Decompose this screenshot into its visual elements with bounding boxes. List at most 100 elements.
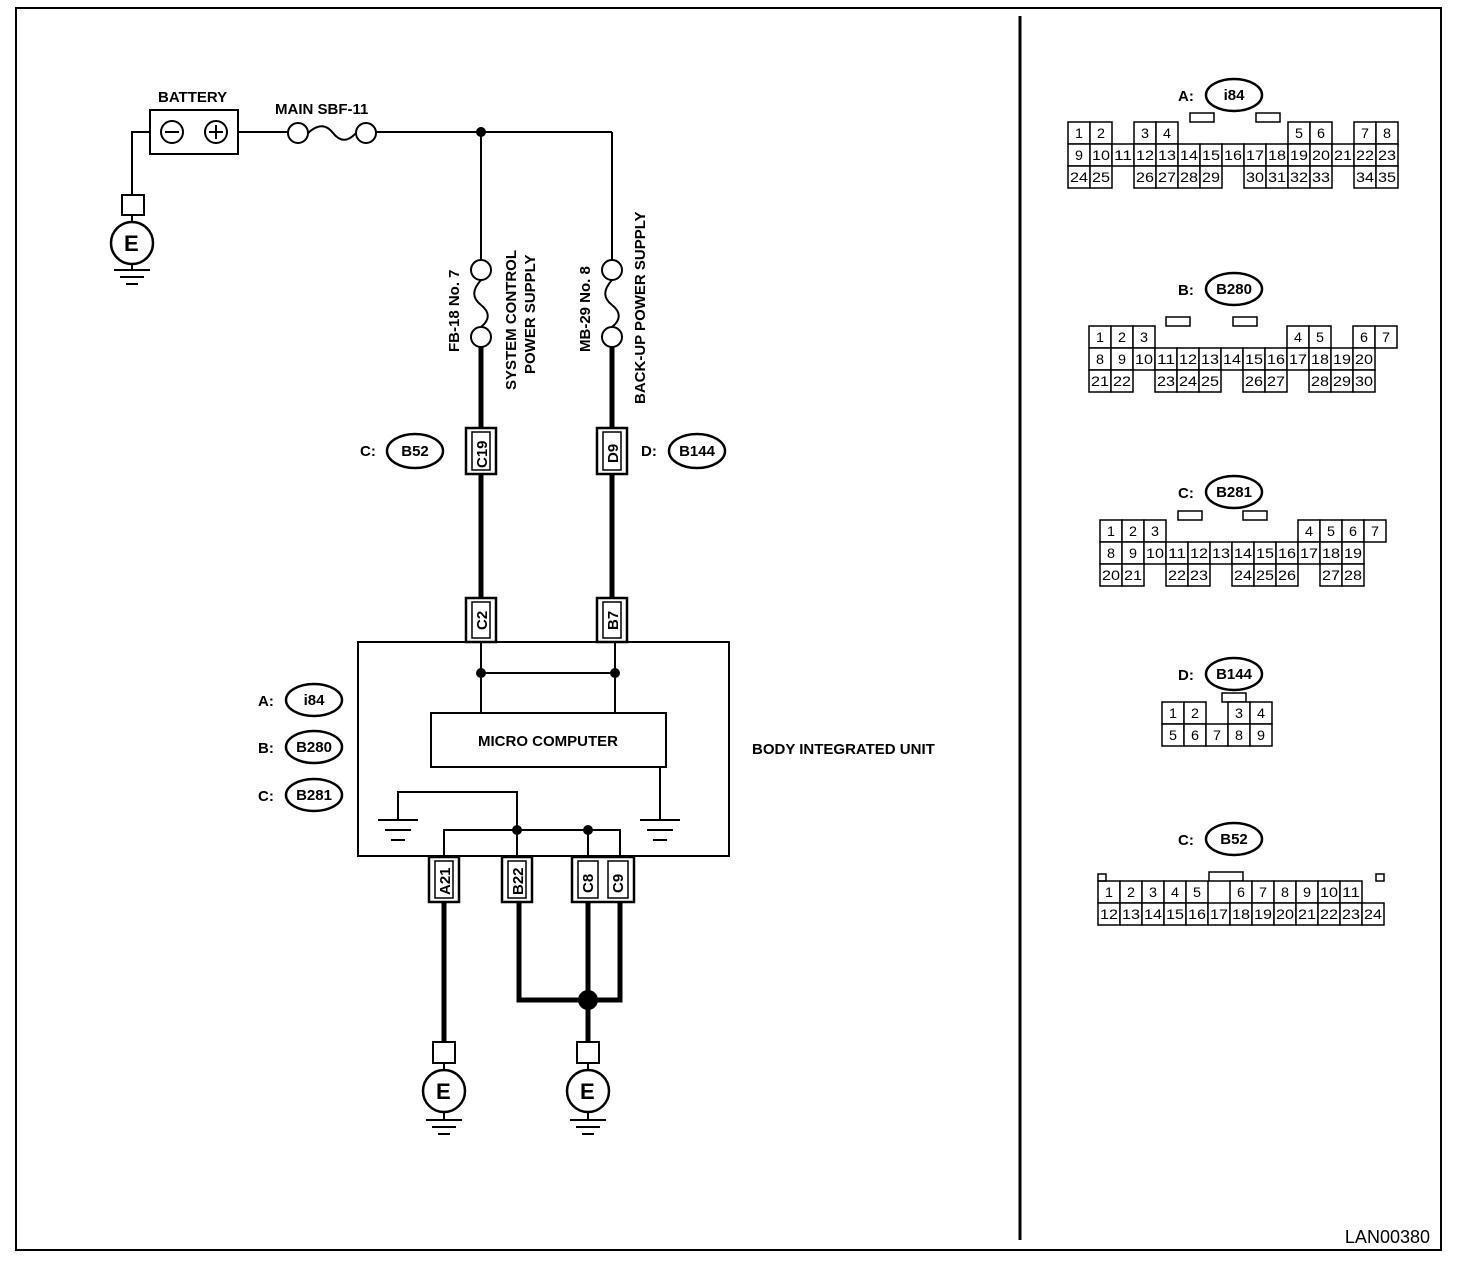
svg-text:E: E [124, 231, 139, 256]
pin-number: 11 [1342, 884, 1360, 900]
pin-number: 35 [1378, 169, 1396, 185]
pin-number: 9 [1257, 727, 1265, 743]
pin-number: 2 [1191, 705, 1199, 721]
connector-code: B280 [1216, 281, 1252, 298]
terminal-c9: C9 [610, 874, 627, 893]
pin-number: 24 [1364, 906, 1382, 922]
pin-number: 23 [1157, 373, 1175, 389]
pin-number: 13 [1158, 147, 1176, 163]
pin-number: 17 [1210, 906, 1228, 922]
battery-minus-terminal [160, 120, 184, 144]
pin-number: 12 [1136, 147, 1154, 163]
pin-number: 5 [1193, 884, 1201, 900]
pin-number: 6 [1191, 727, 1199, 743]
ref-d-letter: D: [641, 443, 657, 460]
main-fuse-terminal [287, 122, 309, 144]
pin-cell [1198, 369, 1222, 393]
pin-number: 8 [1235, 727, 1243, 743]
battery-plus-terminal [204, 120, 228, 144]
ref-a-letter: A: [258, 693, 274, 710]
terminal-a21: A21 [437, 867, 454, 895]
pin-number: 22 [1356, 147, 1374, 163]
ref-d-b144-oval [667, 432, 727, 470]
pin-number: 4 [1305, 523, 1313, 539]
pin-number: 7 [1371, 523, 1379, 539]
pin-number: 5 [1327, 523, 1335, 539]
mb29-fuse-element [604, 279, 620, 328]
pin-number: 7 [1382, 329, 1390, 345]
pin-number: 12 [1100, 906, 1118, 922]
ref-c-b52-oval [385, 432, 445, 470]
connector-key [1208, 871, 1244, 882]
pin-number: 4 [1257, 705, 1265, 721]
ref-c-b281: B281 [296, 787, 332, 804]
pin-number: 14 [1180, 147, 1198, 163]
pin-number: 18 [1322, 545, 1340, 561]
pin-cell [1199, 165, 1223, 189]
pin-number: 3 [1149, 884, 1157, 900]
main-fuse-element [307, 125, 357, 141]
pin-cell [1110, 369, 1134, 393]
connector-key [1165, 316, 1191, 327]
system-control-supply-label-2: POWER SUPPLY [522, 255, 539, 374]
pin-number: 3 [1235, 705, 1243, 721]
terminal-c8-c9-outer [570, 855, 636, 904]
pin-number: 19 [1333, 351, 1351, 367]
pin-number: 24 [1179, 373, 1197, 389]
pin-number: 8 [1281, 884, 1289, 900]
ref-c-letter: C: [360, 443, 376, 460]
pin-number: 13 [1122, 906, 1140, 922]
diagram-frame [15, 7, 1442, 1251]
pin-number: 16 [1224, 147, 1242, 163]
pin-number: 10 [1146, 545, 1164, 561]
pin-number: 23 [1378, 147, 1396, 163]
pin-cell [1374, 325, 1398, 349]
pin-number: 21 [1334, 147, 1352, 163]
pin-number: 33 [1312, 169, 1330, 185]
pin-number: 22 [1113, 373, 1131, 389]
pin-number: 24 [1234, 567, 1252, 583]
pin-number: 3 [1140, 329, 1148, 345]
ref-b-letter: B: [258, 740, 274, 757]
pin-number: 22 [1168, 567, 1186, 583]
pin-number: 20 [1355, 351, 1373, 367]
micro-computer-label: MICRO COMPUTER [478, 733, 618, 750]
ref-b-b280-oval [284, 729, 344, 765]
pin-number: 19 [1344, 545, 1362, 561]
pin-number: 28 [1344, 567, 1362, 583]
system-control-supply-label-1: SYSTEM CONTROL [503, 250, 520, 390]
pin-number: 31 [1268, 169, 1286, 185]
mb29-fuse-top [601, 259, 623, 281]
pin-number: 27 [1158, 169, 1176, 185]
pin-number: 8 [1096, 351, 1104, 367]
pin-cell [1341, 563, 1365, 587]
ref-a-i84-oval [284, 682, 344, 718]
pin-number: 16 [1278, 545, 1296, 561]
pin-number: 10 [1320, 884, 1338, 900]
pin-number: 28 [1180, 169, 1198, 185]
connector-key [1255, 112, 1281, 123]
terminal-c8: C8 [580, 874, 597, 893]
connector-key [1221, 692, 1247, 703]
pin-number: 8 [1383, 125, 1391, 141]
pin-number: 9 [1118, 351, 1126, 367]
connector-code-oval [1204, 77, 1264, 113]
pin-number: 25 [1092, 169, 1110, 185]
ref-c-b52: B52 [401, 443, 429, 460]
pin-number: 19 [1290, 147, 1308, 163]
pin-number: 28 [1311, 373, 1329, 389]
pin-number: 20 [1102, 567, 1120, 583]
drawing-id: LAN00380 [1345, 1227, 1430, 1247]
connector-code: B52 [1220, 831, 1248, 848]
terminal-b7: B7 [605, 611, 622, 630]
pin-cell [1375, 165, 1399, 189]
pin-number: 19 [1254, 906, 1272, 922]
connector-code-oval [1204, 656, 1264, 692]
pin-number: 30 [1355, 373, 1373, 389]
pin-number: 25 [1256, 567, 1274, 583]
body-integrated-unit-label: BODY INTEGRATED UNIT [752, 741, 935, 758]
connector-key [1242, 510, 1268, 521]
connector-code: B144 [1216, 666, 1253, 683]
pin-number: 27 [1322, 567, 1340, 583]
